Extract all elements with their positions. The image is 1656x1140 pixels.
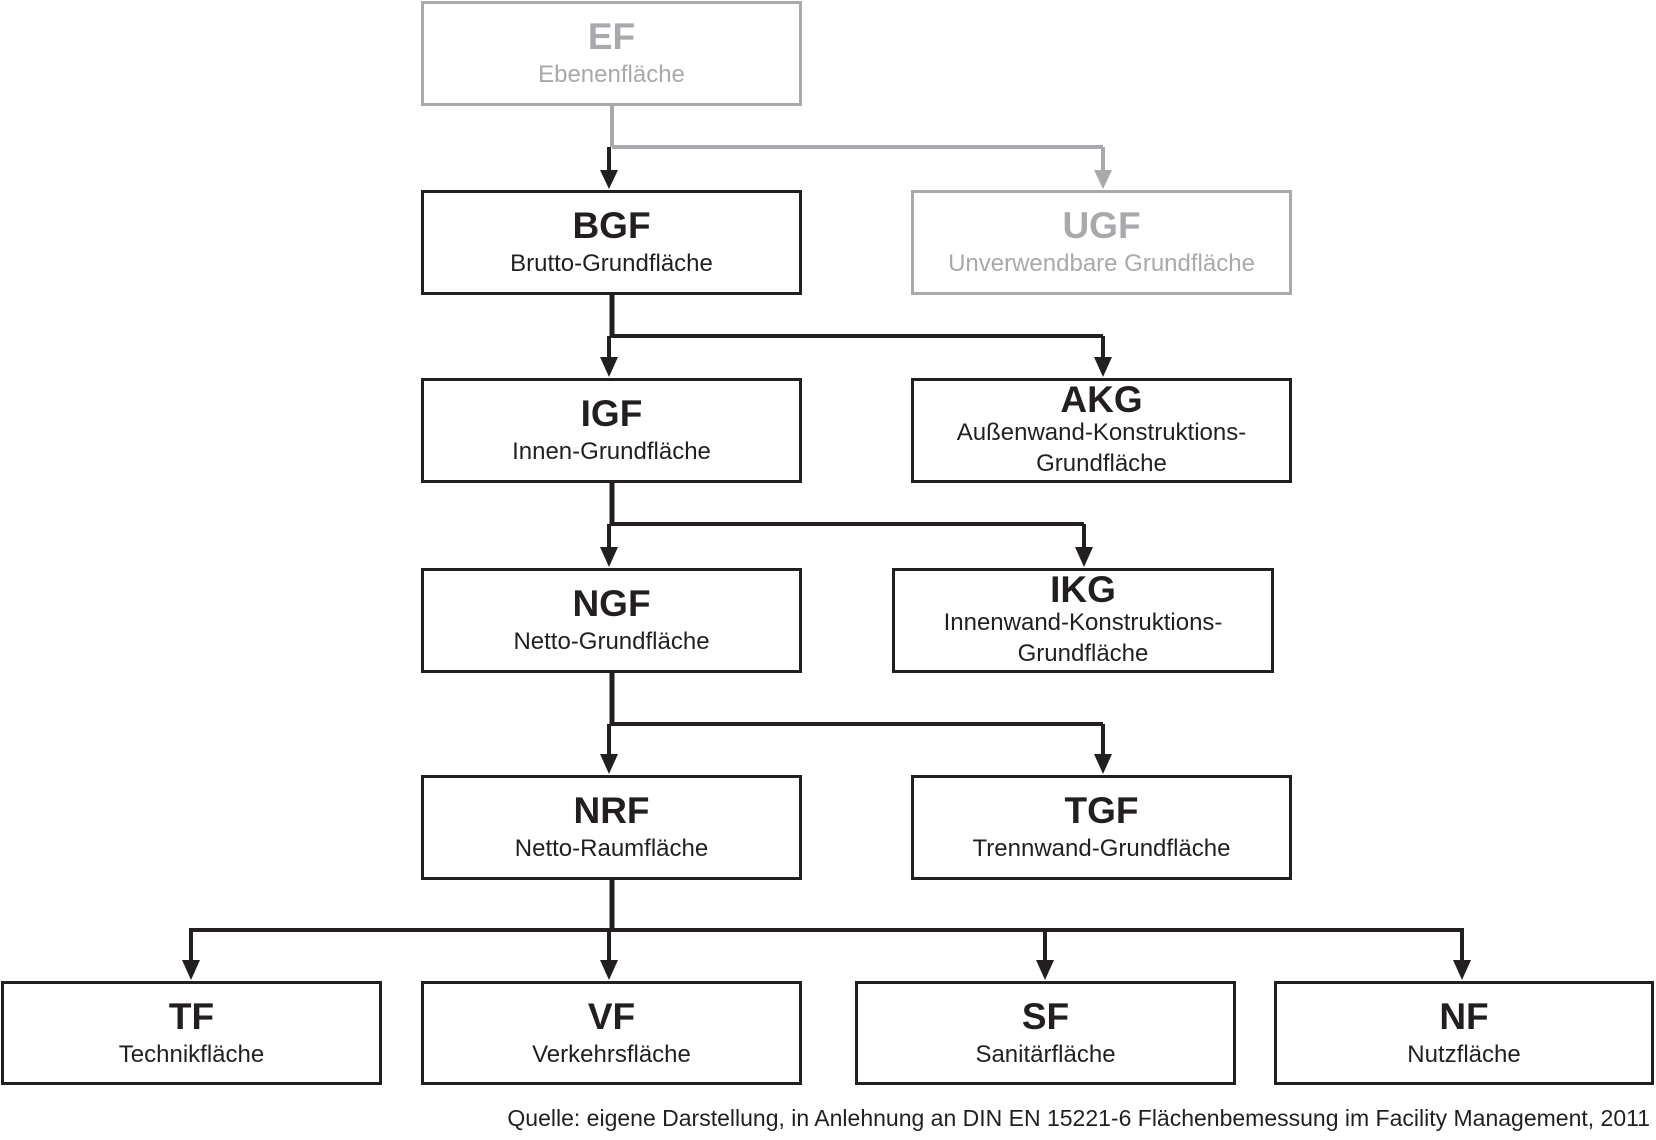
node-ikg: IKG Innenwand-Konstruktions- Grundfläche xyxy=(892,568,1274,673)
node-label: Unverwendbare Grundfläche xyxy=(948,250,1255,277)
edge-nrf-children xyxy=(182,880,1471,980)
node-label: Trennwand-Grundfläche xyxy=(972,835,1231,862)
arrowhead xyxy=(1094,754,1112,774)
node-abbr: UGF xyxy=(1062,205,1141,246)
node-label: Brutto-Grundfläche xyxy=(510,250,713,277)
node-label: Technikfläche xyxy=(118,1040,265,1068)
node-tgf: TGF Trennwand-Grundfläche xyxy=(911,775,1292,880)
node-abbr: TGF xyxy=(1064,790,1139,831)
node-sf: SF Sanitärfläche xyxy=(855,981,1236,1085)
node-abbr: IKG xyxy=(1050,568,1116,610)
source-caption: Quelle: eigene Darstellung, in Anlehnung… xyxy=(507,1105,1650,1131)
arrowhead xyxy=(1036,960,1054,980)
edge-ngf-children xyxy=(600,673,1112,774)
node-bgf: BGF Brutto-Grundfläche xyxy=(421,190,802,295)
node-label-line1: Außenwand-Konstruktions- xyxy=(956,418,1247,446)
node-label-line2: Grundfläche xyxy=(1017,639,1149,667)
node-tf: TF Technikfläche xyxy=(1,981,382,1085)
edge-ef-children xyxy=(600,106,1112,189)
node-nf: NF Nutzfläche xyxy=(1274,981,1654,1085)
node-label: Nutzfläche xyxy=(1407,1040,1521,1068)
node-ngf: NGF Netto-Grundfläche xyxy=(421,568,802,673)
node-abbr: TF xyxy=(168,995,215,1037)
node-label-line2: Grundfläche xyxy=(1036,449,1167,477)
node-vf: VF Verkehrsfläche xyxy=(421,981,802,1085)
node-abbr: NGF xyxy=(572,583,651,624)
node-abbr: BGF xyxy=(572,205,651,246)
node-label: Innen-Grundfläche xyxy=(512,438,711,465)
node-abbr: AKG xyxy=(1060,378,1143,420)
arrowhead xyxy=(1094,170,1112,189)
node-label: Netto-Raumfläche xyxy=(514,835,709,862)
node-abbr: NRF xyxy=(573,790,650,831)
node-label: Netto-Grundfläche xyxy=(513,628,710,655)
node-abbr: SF xyxy=(1021,995,1070,1037)
node-abbr: VF xyxy=(587,995,636,1037)
node-nrf: NRF Netto-Raumfläche xyxy=(421,775,802,880)
node-abbr: EF xyxy=(587,16,636,57)
node-label-line1: Innenwand-Konstruktions- xyxy=(943,608,1223,636)
arrowhead xyxy=(600,547,618,567)
arrowhead xyxy=(600,960,618,980)
edge-igf-children xyxy=(600,483,1093,567)
arrowhead xyxy=(1453,960,1471,980)
node-akg: AKG Außenwand-Konstruktions- Grundfläche xyxy=(911,378,1292,483)
node-abbr: NF xyxy=(1439,995,1489,1037)
node-label: Ebenenfläche xyxy=(538,61,685,88)
arrowhead xyxy=(1094,357,1112,377)
arrowhead xyxy=(1075,547,1093,567)
node-ef: EF Ebenenfläche xyxy=(421,1,802,106)
arrowhead xyxy=(600,357,618,377)
arrowhead xyxy=(600,754,618,774)
arrowhead xyxy=(600,170,618,189)
node-label: Verkehrsfläche xyxy=(532,1040,691,1068)
node-ugf: UGF Unverwendbare Grundfläche xyxy=(911,190,1292,295)
node-abbr: IGF xyxy=(580,393,643,434)
node-label: Sanitärfläche xyxy=(975,1040,1116,1068)
node-igf: IGF Innen-Grundfläche xyxy=(421,378,802,483)
edge-bgf-children xyxy=(600,295,1112,377)
arrowhead xyxy=(182,960,200,980)
